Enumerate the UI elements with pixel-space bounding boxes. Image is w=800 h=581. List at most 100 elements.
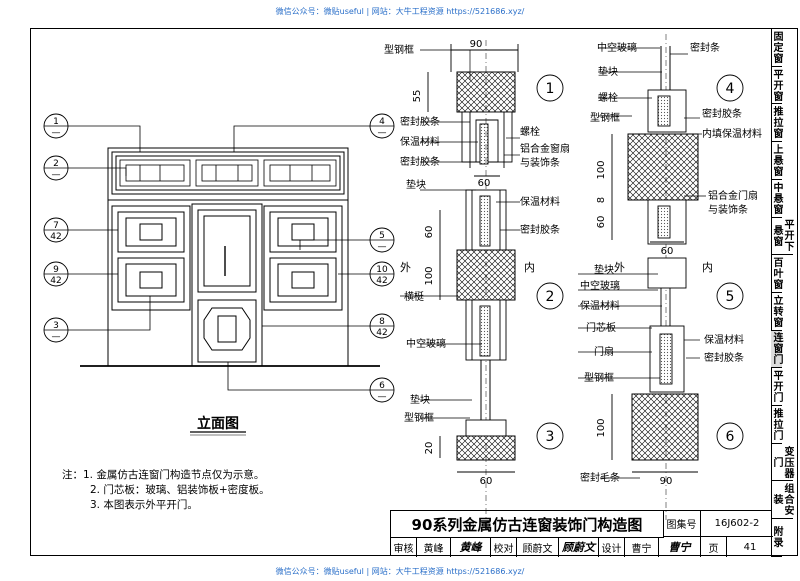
label-seal: 密封条 [690, 41, 720, 54]
note-2: 2. 门芯板：玻璃、铝装饰板+密度板。 [90, 484, 270, 496]
label-pad-r2: 垫块 [594, 263, 614, 276]
watermark-top: 微信公众号：微贴useful | 网站：大牛工程资源 https://52168… [275, 7, 525, 16]
label-transom: 横梃 [404, 290, 424, 303]
detail-num-2: 2 [546, 289, 555, 305]
dim-100-b: 100 [596, 418, 607, 437]
checker-signature: 顾蔚文 [559, 537, 599, 557]
dim-60-b: 60 [424, 226, 435, 239]
label-bolt: 螺栓 [520, 125, 540, 138]
label-inside-r: 内 [702, 260, 713, 274]
dim-60-b-r: 60 [661, 246, 674, 257]
section-right-labels: 100 8 60 60 100 90 中空玻璃 密封条 垫块 螺栓 型钢框 密封… [580, 41, 762, 487]
callout-left-0-text: — [52, 128, 61, 138]
detail-num-1: 1 [546, 81, 555, 97]
callout-right-0-text: — [378, 128, 387, 138]
callout-right-2-text: 42 [376, 276, 387, 286]
sidebar-item-6[interactable]: 百叶窗 [771, 255, 782, 293]
sidebar-item-13[interactable]: 附录 [771, 519, 782, 557]
designer-signature: 曹宁 [659, 537, 701, 557]
notes: 注：1. 金属仿古连窗门构造节点仅为示意。 2. 门芯板：玻璃、铝装饰板+密度板… [62, 468, 270, 513]
label-steel-frame-r2: 型钢框 [584, 371, 614, 384]
sidebar-item-4[interactable]: 中悬窗 [771, 180, 782, 218]
label-outside-r: 外 [614, 261, 625, 274]
label-trim: 与装饰条 [520, 156, 560, 169]
section-right [578, 34, 744, 520]
label-alu-door: 铝合金门扇 [708, 189, 758, 202]
label-inside: 内 [524, 260, 535, 274]
callout-left-1-text: — [52, 170, 61, 180]
label-steel-frame-2: 型钢框 [404, 411, 434, 424]
section-left [400, 40, 564, 520]
review-label: 审核 [391, 537, 417, 557]
label-pad-r: 垫块 [598, 65, 618, 78]
sidebar-item-11[interactable]: 变压器门 [771, 444, 793, 482]
design-label: 设计 [599, 537, 625, 557]
callout-right-3-text: 42 [376, 328, 387, 338]
callout-left-2-text: 42 [50, 232, 61, 242]
dim-55: 55 [412, 90, 423, 103]
label-hollow-glass-r2: 中空玻璃 [580, 279, 620, 292]
drawing-title: 90系列金属仿古连窗装饰门构造图 [391, 511, 664, 538]
sidebar-item-1[interactable]: 平开窗 [771, 67, 782, 105]
detail-num-4: 4 [726, 81, 735, 97]
dim-20: 20 [424, 442, 435, 455]
label-seal-strip-r2: 密封胶条 [704, 351, 744, 364]
label-hollow-glass-r: 中空玻璃 [597, 41, 637, 54]
label-pad-2: 垫块 [410, 393, 430, 406]
sidebar-item-12[interactable]: 组合安装 [771, 481, 793, 520]
sidebar-item-7[interactable]: 立转窗 [771, 293, 782, 331]
dim-60-c: 60 [480, 476, 493, 487]
label-inner-insulation: 内填保温材料 [702, 127, 762, 140]
sidebar-item-5[interactable]: 平开下悬窗 [771, 218, 793, 256]
label-alu-frame: 铝合金窗扇 [520, 142, 570, 155]
atlas-label: 图集号 [663, 511, 701, 537]
label-outside: 外 [400, 261, 411, 274]
title-block: 90系列金属仿古连窗装饰门构造图 图集号 16J602-2 审核 黄峰 黄峰 校… [390, 510, 773, 557]
label-seal-strip-1: 密封胶条 [400, 115, 440, 128]
sidebar-item-0[interactable]: 固定窗 [771, 29, 782, 67]
sidebar-item-2[interactable]: 推拉窗 [771, 104, 782, 143]
callout-left-4-text: — [52, 332, 61, 342]
label-seal-strip-r: 密封胶条 [702, 107, 742, 120]
callout-left-4-text: 3 [53, 321, 59, 331]
label-seal-strip-2: 密封胶条 [400, 155, 440, 168]
dim-90-r: 90 [660, 476, 673, 487]
sidebar-index: 固定窗平开窗推拉窗上悬窗中悬窗平开下悬窗百叶窗立转窗连窗门平开门推拉门变压器门组… [771, 28, 798, 557]
designer: 曹宁 [625, 537, 659, 557]
label-steel-frame: 型钢框 [384, 43, 414, 56]
watermark-bottom: 微信公众号：微贴useful | 网站：大牛工程资源 https://52168… [275, 567, 525, 576]
callout-right-3-text: 8 [379, 317, 385, 327]
sidebar-item-9[interactable]: 平开门 [771, 368, 782, 407]
detail-num-6: 6 [726, 429, 735, 445]
elevation-drawing [68, 125, 380, 391]
note-1: 注：1. 金属仿古连窗门构造节点仅为示意。 [62, 469, 265, 481]
sidebar-item-8[interactable]: 连窗门 [771, 330, 782, 369]
label-insulation-2: 保温材料 [520, 195, 560, 208]
dim-100-a: 100 [596, 160, 607, 179]
elevation-title: 立面图 [197, 415, 239, 432]
label-insulation-1: 保温材料 [400, 135, 440, 148]
label-door-leaf: 门扇 [594, 345, 614, 358]
callout-right-4-text: 6 [379, 381, 385, 391]
label-bolt-r: 螺栓 [598, 91, 618, 104]
callout-right-1-text: — [378, 242, 387, 252]
callout-left-1-text: 2 [53, 159, 59, 169]
callout-right-0-text: 4 [379, 117, 385, 127]
sidebar-item-10[interactable]: 推拉门 [771, 406, 782, 444]
sidebar-item-3[interactable]: 上悬窗 [771, 142, 782, 180]
note-3: 3. 本图表示外平开门。 [90, 499, 198, 511]
dim-8: 8 [596, 197, 607, 203]
callout-right-1-text: 5 [379, 231, 385, 241]
callout-left-0-text: 1 [53, 117, 59, 127]
page-no: 41 [743, 541, 757, 553]
callout-left-3-text: 9 [53, 265, 59, 275]
label-seal-strip-3: 密封胶条 [520, 223, 560, 236]
detail-num-5: 5 [726, 289, 735, 305]
dim-100: 100 [424, 266, 435, 285]
label-door-panel: 门芯板 [586, 321, 616, 334]
check-label: 校对 [491, 537, 517, 557]
callout-left-3-text: 42 [50, 276, 61, 286]
reviewer: 黄峰 [417, 537, 451, 557]
